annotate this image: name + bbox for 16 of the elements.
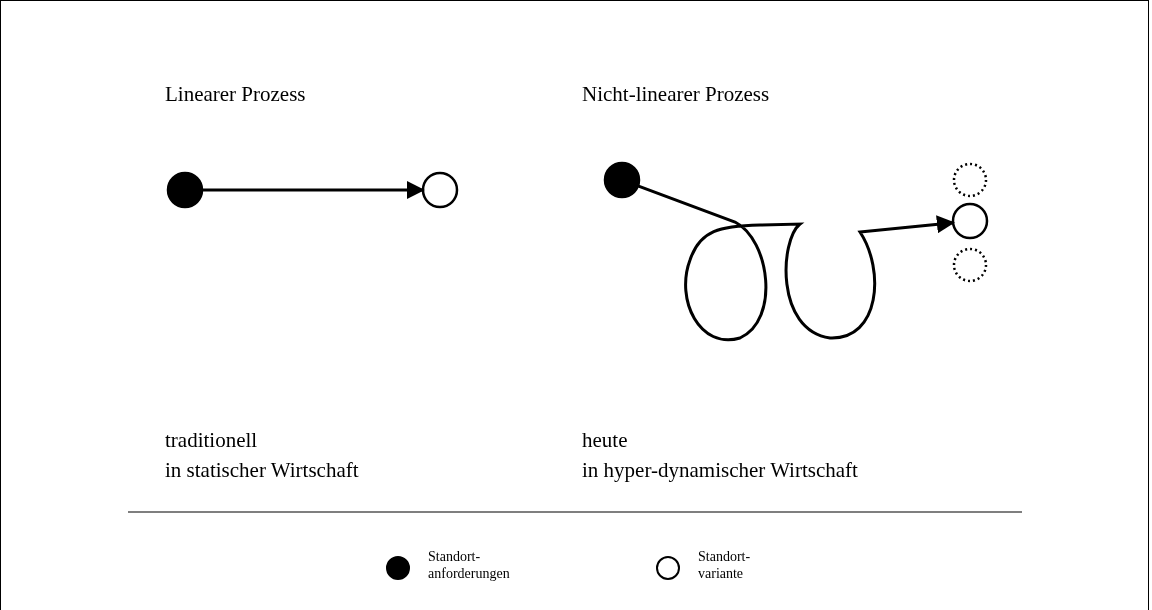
- open-circle: [421, 171, 459, 209]
- arrow: [637, 184, 955, 342]
- caption-text: heute: [582, 428, 628, 453]
- caption-text: traditionell: [165, 428, 258, 453]
- dotted-circle: [952, 162, 988, 198]
- heading: Nicht-linearer Prozess: [582, 82, 770, 107]
- arrow: [202, 181, 425, 199]
- caption-text: in statischer Wirtschaft: [165, 458, 359, 483]
- dotted-circle: [952, 247, 988, 283]
- legend-text: Standort- anforderungen: [428, 548, 511, 582]
- filled-circle: [166, 171, 204, 209]
- caption-text: in hyper-dynamischer Wirtschaft: [582, 458, 858, 483]
- heading: Linearer Prozess: [165, 82, 306, 107]
- filled-circle: [603, 161, 641, 199]
- legend-text: Standort- variante: [698, 548, 752, 582]
- open-circle: [951, 202, 989, 240]
